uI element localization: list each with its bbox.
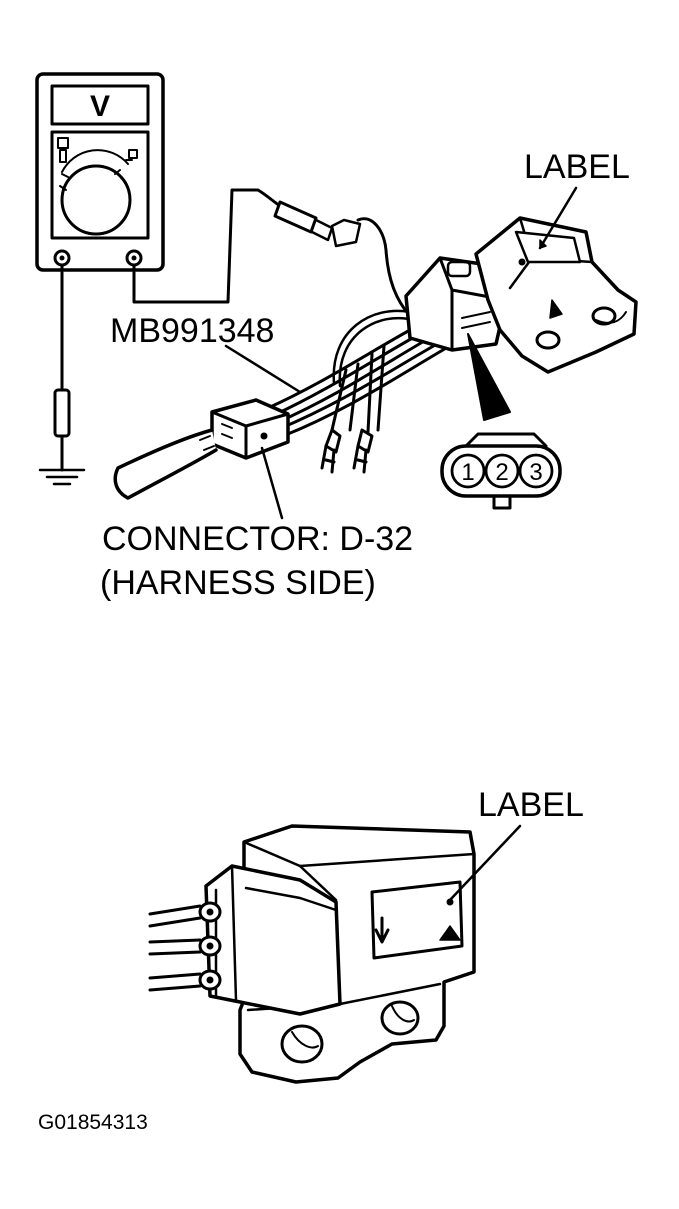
meter-dial-arc bbox=[61, 149, 129, 173]
spade-terminal-left bbox=[320, 428, 342, 474]
leader-label-bottom bbox=[448, 824, 522, 902]
sensor-body-top bbox=[474, 216, 638, 374]
label-plate-top bbox=[514, 230, 582, 264]
mounting-hole-bottom-2 bbox=[380, 1000, 420, 1036]
label-top-text: LABEL bbox=[524, 148, 630, 186]
label-bottom-text: LABEL bbox=[478, 786, 584, 824]
bottom-terminal-2 bbox=[198, 935, 222, 957]
pin-3 bbox=[518, 453, 554, 489]
mounting-hole-top-1 bbox=[591, 306, 617, 326]
figure-id: G01854313 bbox=[38, 1111, 148, 1134]
ground-probe bbox=[53, 263, 71, 472]
mounting-hole-top-2 bbox=[535, 330, 561, 350]
meter-display-text: V bbox=[90, 90, 110, 123]
connector-label-line2: (HARNESS SIDE) bbox=[100, 564, 376, 602]
pin-label-1: 1 bbox=[461, 459, 474, 486]
connector-d32 bbox=[210, 398, 290, 460]
pin-view-pointer bbox=[467, 333, 511, 421]
bottom-wires bbox=[148, 904, 202, 992]
leader-label-top bbox=[538, 186, 578, 250]
label-plate-bottom bbox=[370, 880, 464, 960]
voltmeter: V bbox=[35, 72, 165, 272]
leader-connector bbox=[260, 446, 284, 520]
bottom-terminal-1 bbox=[198, 901, 222, 923]
connector-label-line1: CONNECTOR: D-32 bbox=[102, 520, 414, 558]
bottom-terminal-3 bbox=[198, 969, 222, 991]
vehicle-harness-cable bbox=[113, 428, 218, 500]
positive-test-lead bbox=[132, 188, 412, 318]
pin-label-3: 3 bbox=[529, 459, 542, 486]
tool-label: MB991348 bbox=[110, 312, 275, 350]
pin-label-2: 2 bbox=[495, 459, 508, 486]
pin-view-connector: 1 2 3 bbox=[440, 432, 562, 510]
pin-1 bbox=[450, 453, 486, 489]
mounting-hole-bottom-1 bbox=[280, 1024, 324, 1064]
leader-tool bbox=[224, 344, 302, 394]
spade-terminal-right bbox=[352, 428, 374, 474]
ground-symbol bbox=[38, 468, 86, 486]
pin-2 bbox=[484, 453, 520, 489]
meter-dial bbox=[60, 164, 132, 236]
